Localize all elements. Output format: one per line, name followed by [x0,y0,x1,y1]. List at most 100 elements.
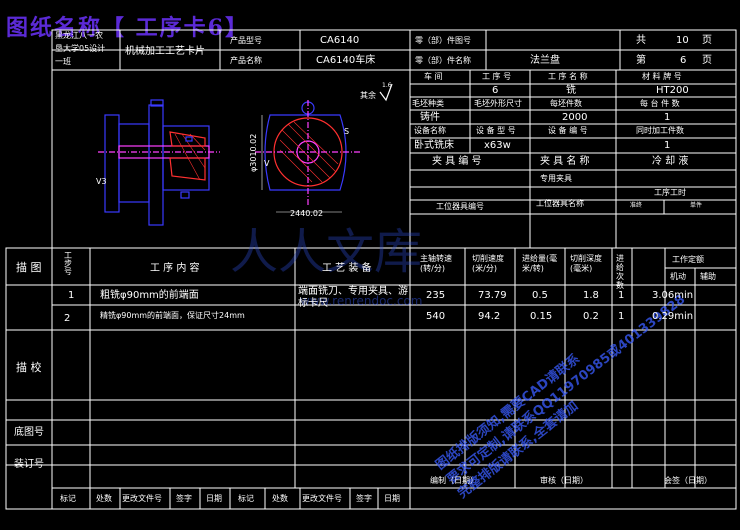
footer-date-1: 日期 [206,494,222,503]
col-feed: 进给量(毫米/转) [522,254,558,273]
proc-name: 铣 [566,85,576,96]
step-no: 1 [68,290,75,301]
school-line-1: 黑龙江八一农 [55,31,103,40]
step-depth: 1.8 [583,290,599,301]
col-cut-speed: 切削速度(米/分) [472,254,504,273]
step-cut-speed: 94.2 [478,311,501,322]
step-content: 粗铣φ90mm的前端面 [100,290,199,301]
step-feed: 0.15 [530,311,553,322]
step-content: 精铣φ90mm的前端面，保证尺寸24mm [100,311,245,320]
footer-sign-1: 签字 [176,494,192,503]
col-machine-time: 机动 [670,272,686,281]
batch-label: 同时加工件数 [636,126,684,135]
step-speed: 235 [426,290,446,301]
fixture-name: 专用夹具 [540,174,572,183]
product-name: CA6140车床 [316,55,376,66]
station-no-label: 工位器具编号 [436,202,484,211]
footer-doc-1: 更改文件号 [122,494,162,503]
info-label-workshop: 车 间 [424,72,443,81]
blank-count-label: 每坯件数 [550,99,582,108]
part-name: 法兰盘 [530,55,560,66]
roughness-value: 1.6 [382,82,392,89]
part-name-label: 零（部）件名称 [415,56,471,65]
per-unit: 1 [664,112,671,123]
col-depth: 切削深度(毫米) [570,254,602,273]
batch: 1 [664,140,671,151]
school-line-3: 一班 [55,57,71,66]
time-setup-label: 准终 [630,202,643,209]
dim-width: 2440.02 [290,209,324,218]
info-label-procno: 工 序 号 [482,72,512,81]
col-aux-time: 辅助 [700,272,716,281]
col-speed: 主轴转速(转/分) [420,254,452,273]
page-label: 第 [636,55,646,66]
drawing-title: 图纸名称【 工序卡6】 [6,15,249,41]
dim-diameter: φ3010.02 [249,133,258,172]
step-speed: 540 [426,311,446,322]
equip-name-label: 设备名称 [414,126,446,135]
total-pages: 10 [676,35,689,46]
footer-count-2: 处数 [272,494,288,503]
equip-model: x63w [484,140,511,151]
watermark-url: www.renrendoc.com [300,294,422,308]
dim-3: V3 [96,177,107,186]
step-depth: 0.2 [583,311,599,322]
footer-mark-1: 标记 [60,494,76,503]
blank-size-label: 毛坯外形尺寸 [474,99,522,108]
fixture-name-label: 夹 具 名 称 [540,156,590,167]
col-step-no: 工步号 [64,251,72,276]
footer-sign-2: 签字 [356,494,372,503]
side-label-zhuang: 装订号 [14,459,44,470]
school-line-2: 垦大学05设计 [55,44,106,53]
step-feed: 0.5 [532,290,548,301]
col-content: 工 序 内 容 [150,263,200,274]
time-unit-label: 单件 [690,202,703,209]
footer-date-2: 日期 [384,494,400,503]
dim-v: V [264,159,270,168]
coolant-label: 冷 却 液 [652,156,689,167]
part-drawing [98,83,393,226]
total-unit: 页 [702,35,712,46]
station-name-label: 工位器具名称 [536,199,584,208]
equip-name: 卧式铣床 [414,140,454,151]
page-no: 6 [680,55,687,66]
product-model: CA6140 [320,35,360,46]
side-label-dituhao: 底图号 [14,427,44,438]
footer-doc-2: 更改文件号 [302,494,342,503]
info-label-material: 材 料 牌 号 [642,72,682,81]
watermark-brand: 人人文库 [230,224,422,280]
step-passes: 1 [618,311,625,322]
total-label: 共 [636,35,646,46]
roughness-label: 其余 [360,91,376,100]
info-label-procname: 工 序 名 称 [548,72,588,81]
sign-reviewed: 审核（日期） [540,476,588,485]
step-tooling: 端面铣刀、专用夹具、游标卡尺 [298,286,408,309]
card-name: 机械加工工艺卡片 [125,46,205,57]
step-time: 0.29min [652,311,694,322]
col-tooling: 工 艺 装 备 [322,263,372,274]
page-unit: 页 [702,55,712,66]
product-name-label: 产品名称 [230,56,262,65]
sign-prepared: 编制（日期） [430,476,478,485]
sign-countersigned: 会签（日期） [664,476,712,485]
step-passes: 1 [618,290,625,301]
fixture-no-label: 夹 具 编 号 [432,156,482,167]
equip-no-label: 设 备 编 号 [548,126,588,135]
dim-s: S [344,127,350,136]
proc-time-label: 工序工时 [654,188,686,197]
side-label-jiao: 描 校 [16,361,42,374]
step-time: 3.06min [652,290,694,301]
side-label-tu: 描 图 [16,261,42,274]
footer-mark-2: 标记 [238,494,254,503]
material: HT200 [656,85,689,96]
equip-model-label: 设 备 型 号 [476,126,516,135]
product-model-label: 产品型号 [230,36,262,45]
blank-type-label: 毛坯种类 [412,99,444,108]
blank-type: 铸件 [420,112,440,123]
col-quota: 工作定额 [672,255,704,264]
step-cut-speed: 73.79 [478,290,507,301]
part-no-label: 零（部）件图号 [415,36,471,45]
footer-count-1: 处数 [96,494,112,503]
